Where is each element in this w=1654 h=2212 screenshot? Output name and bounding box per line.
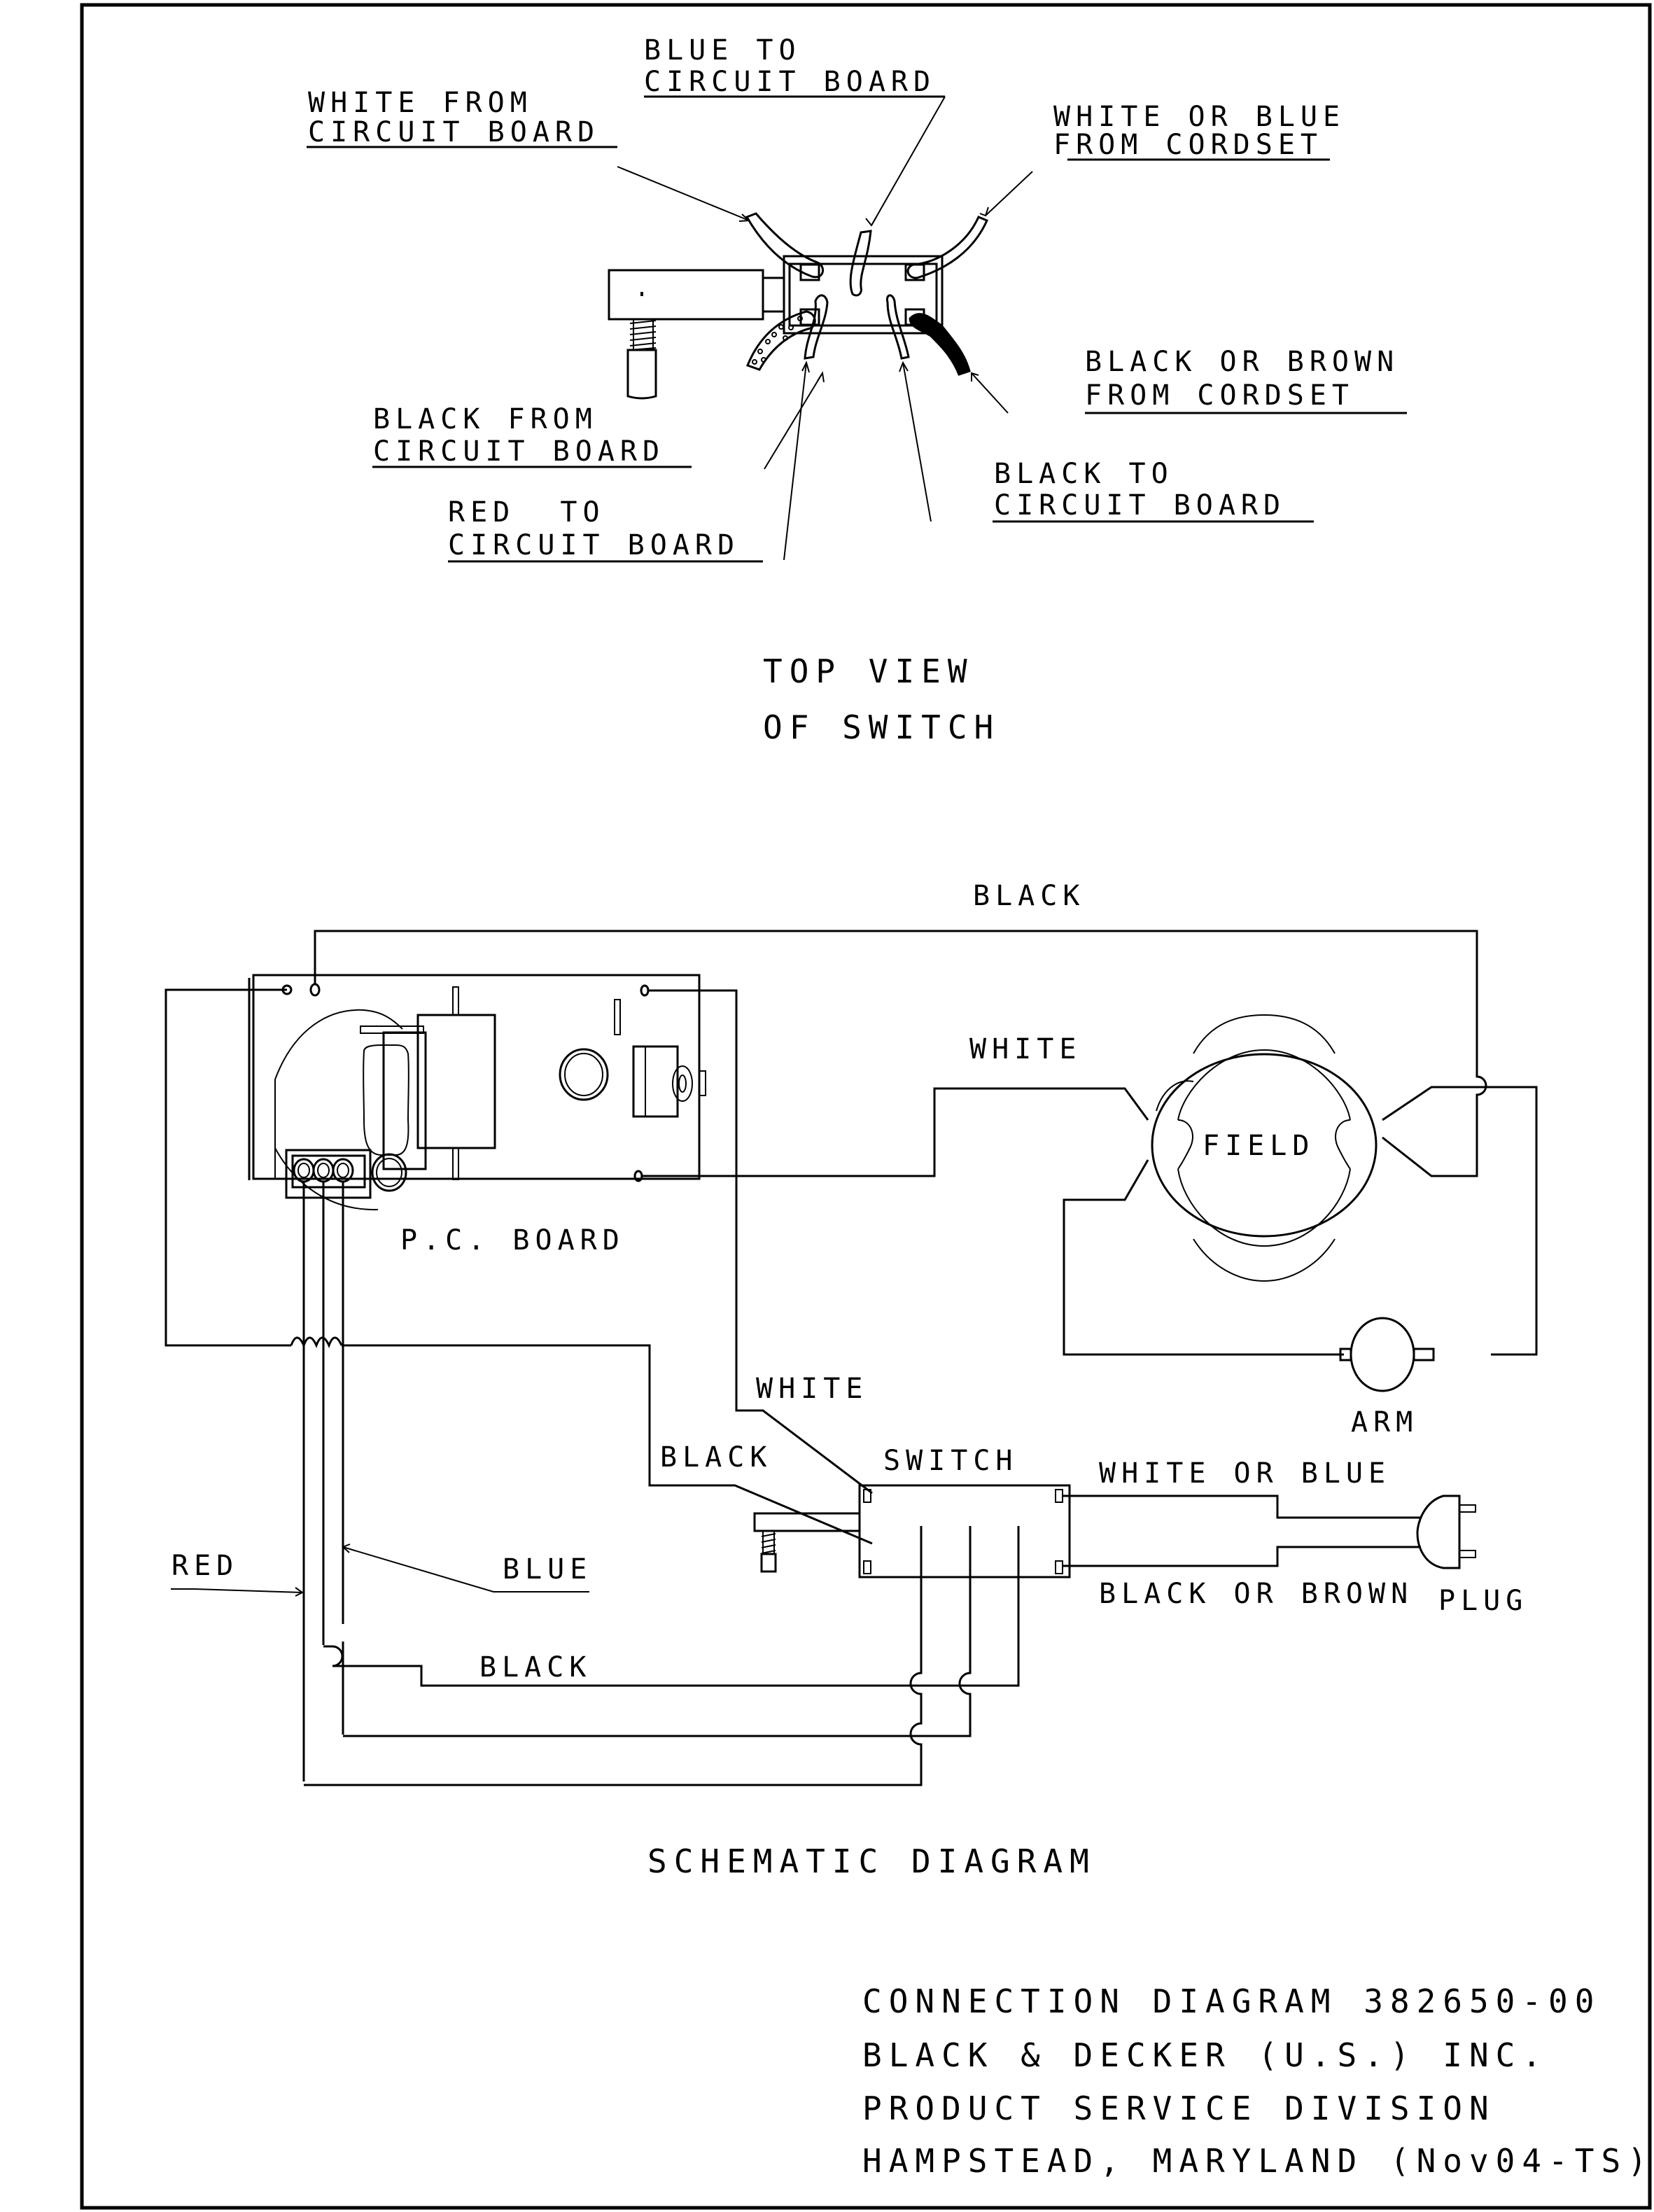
switch-schematic	[304, 1484, 1421, 1786]
label-red: RED	[171, 1550, 239, 1582]
label-red-to-cb-1: RED TO	[448, 496, 605, 528]
pc-board	[248, 974, 706, 1211]
schematic-caption: SCHEMATIC DIAGRAM	[647, 1842, 1096, 1880]
label-blue-to-cb-1: BLUE TO	[644, 34, 801, 66]
switch-actuator	[608, 269, 764, 321]
label-white-switch: WHITE	[756, 1373, 868, 1405]
label-red-to-cb-2: CIRCUIT BOARD	[448, 529, 740, 561]
label-pc-board: P.C. BOARD	[400, 1224, 625, 1256]
plunger	[626, 349, 657, 400]
spring-icon	[629, 319, 657, 351]
label-black-from-cb-1: BLACK FROM	[373, 403, 598, 435]
page-border	[80, 3, 1652, 2210]
schematic	[164, 930, 1538, 1786]
label-black-switch: BLACK	[660, 1441, 772, 1474]
speckle-dots	[752, 316, 803, 365]
actuator-dot	[640, 292, 643, 296]
label-white-or-blue-cordset-1: WHITE OR BLUE	[1053, 101, 1345, 133]
top-view-caption-2: OF SWITCH	[763, 708, 1000, 746]
label-black-or-brown-cordset-2: FROM CORDSET	[1085, 379, 1354, 412]
label-white-field: WHITE	[969, 1033, 1081, 1065]
label-black-to-cb-2: CIRCUIT BOARD	[994, 489, 1286, 522]
label-black-bottom: BLACK	[479, 1651, 591, 1684]
plug-icon	[1416, 1494, 1476, 1569]
wire-white-from-cb	[745, 212, 824, 279]
label-black-or-brown-cordset-1: BLACK OR BROWN	[1085, 346, 1399, 378]
title-line-4: HAMPSTEAD, MARYLAND (Nov04-TS)	[862, 2142, 1654, 2180]
top-view-switch	[307, 95, 1407, 563]
label-white-from-cb-2: CIRCUIT BOARD	[308, 116, 600, 148]
label-black-from-cb-2: CIRCUIT BOARD	[373, 435, 665, 468]
label-white-from-cb-1: WHITE FROM	[308, 87, 533, 119]
label-blue: BLUE	[503, 1553, 592, 1586]
switch-body-outer	[783, 255, 944, 335]
label-arm: ARM	[1351, 1406, 1418, 1438]
label-white-or-blue: WHITE OR BLUE	[1099, 1457, 1391, 1490]
label-switch: SWITCH	[883, 1445, 1018, 1477]
wire-white-or-blue-cordset	[906, 216, 988, 279]
label-field: FIELD	[1203, 1130, 1315, 1162]
title-line-1: CONNECTION DIAGRAM 382650-00	[862, 1982, 1601, 2020]
label-black-top: BLACK	[973, 880, 1085, 912]
label-black-or-brown: BLACK OR BROWN	[1099, 1578, 1413, 1610]
armature	[1339, 1317, 1435, 1392]
label-black-to-cb-1: BLACK TO	[994, 458, 1174, 490]
spring-icon	[761, 1531, 776, 1554]
switch-body-inner	[788, 262, 938, 327]
label-blue-to-cb-2: CIRCUIT BOARD	[644, 66, 936, 98]
wire-red-to-cb	[804, 294, 829, 360]
title-line-2: BLACK & DECKER (U.S.) INC.	[862, 2036, 1548, 2074]
wire-blue-to-cb	[849, 230, 872, 297]
title-line-3: PRODUCT SERVICE DIVISION	[862, 2090, 1496, 2127]
wire-black-or-brown-cordset	[909, 313, 971, 376]
field-coil	[1151, 1014, 1378, 1282]
label-plug: PLUG	[1438, 1585, 1528, 1617]
top-view-caption-1: TOP VIEW	[763, 652, 974, 690]
label-white-or-blue-cordset-2: FROM CORDSET	[1053, 129, 1323, 161]
wire-black-to-cb	[885, 294, 910, 360]
